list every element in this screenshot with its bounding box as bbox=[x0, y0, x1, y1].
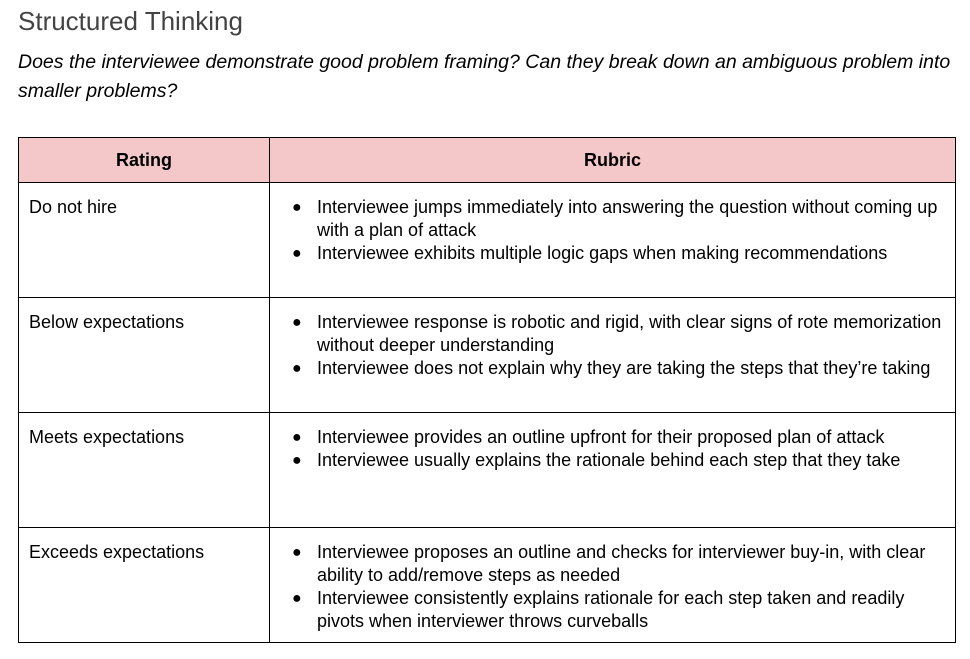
rubric-cell: ● Interviewee jumps immediately into answ… bbox=[269, 182, 956, 298]
bullet-icon: ● bbox=[292, 590, 302, 607]
table-row: Do not hire ● Interviewee jumps immediate… bbox=[18, 182, 956, 298]
rubric-bullet-text: Interviewee provides an outline upfront … bbox=[317, 427, 885, 447]
rubric-bullet-text: Interviewee usually explains the rationa… bbox=[317, 450, 901, 470]
rubric-bullet: ● Interviewee jumps immediately into answ… bbox=[270, 196, 947, 242]
rubric-bullet: ● Interviewee provides an outline upfront… bbox=[270, 426, 947, 449]
bullet-icon: ● bbox=[292, 429, 302, 446]
rubric-bullet-text: Interviewee response is robotic and rigi… bbox=[317, 312, 942, 355]
bullet-icon: ● bbox=[292, 199, 302, 216]
bullet-icon: ● bbox=[292, 452, 302, 469]
bullet-icon: ● bbox=[292, 314, 302, 331]
rating-column-header: Rating bbox=[18, 137, 270, 183]
table-row: Meets expectations ● Interviewee provides… bbox=[18, 412, 956, 528]
rubric-bullet-text: Interviewee proposes an outline and chec… bbox=[317, 542, 926, 585]
guiding-question: Does the interviewee demonstrate good pr… bbox=[18, 51, 951, 102]
rubric-column-header: Rubric bbox=[269, 137, 956, 183]
rubric-bullet-list: ● Interviewee jumps immediately into answ… bbox=[270, 196, 947, 265]
table-row: Exceeds expectations ● Interviewee propos… bbox=[18, 527, 956, 643]
rubric-table: Rating Rubric Do not hire ● Interviewee j… bbox=[18, 137, 956, 643]
table-row: Below expectations ● Interviewee response… bbox=[18, 297, 956, 413]
bullet-icon: ● bbox=[292, 544, 302, 561]
rubric-cell: ● Interviewee response is robotic and rig… bbox=[269, 297, 956, 413]
rubric-bullet: ● Interviewee consistently explains ratio… bbox=[270, 587, 947, 633]
rubric-bullet-list: ● Interviewee response is robotic and rig… bbox=[270, 311, 947, 380]
rubric-bullet: ● Interviewee does not explain why they a… bbox=[270, 357, 947, 380]
rubric-bullet-list: ● Interviewee proposes an outline and che… bbox=[270, 541, 947, 633]
rubric-cell: ● Interviewee provides an outline upfront… bbox=[269, 412, 956, 528]
rubric-cell: ● Interviewee proposes an outline and che… bbox=[269, 527, 956, 643]
rating-cell: Exceeds expectations bbox=[18, 527, 270, 643]
bullet-icon: ● bbox=[292, 245, 302, 262]
page-title: Structured Thinking bbox=[18, 6, 243, 36]
rubric-bullet: ● Interviewee usually explains the ration… bbox=[270, 449, 947, 472]
bullet-icon: ● bbox=[292, 360, 302, 377]
rubric-bullet-text: Interviewee exhibits multiple logic gaps… bbox=[317, 243, 888, 263]
table-header-row: Rating Rubric bbox=[18, 137, 956, 183]
rubric-bullet: ● Interviewee proposes an outline and che… bbox=[270, 541, 947, 587]
rating-cell: Meets expectations bbox=[18, 412, 270, 528]
rubric-bullet-text: Interviewee consistently explains ration… bbox=[317, 588, 905, 631]
rubric-bullet-text: Interviewee does not explain why they ar… bbox=[317, 358, 931, 378]
rubric-bullet-text: Interviewee jumps immediately into answe… bbox=[317, 197, 938, 240]
rating-cell: Below expectations bbox=[18, 297, 270, 413]
rating-cell: Do not hire bbox=[18, 182, 270, 298]
rubric-bullet: ● Interviewee response is robotic and rig… bbox=[270, 311, 947, 357]
rubric-bullet: ● Interviewee exhibits multiple logic gap… bbox=[270, 242, 947, 265]
rubric-bullet-list: ● Interviewee provides an outline upfront… bbox=[270, 426, 947, 472]
